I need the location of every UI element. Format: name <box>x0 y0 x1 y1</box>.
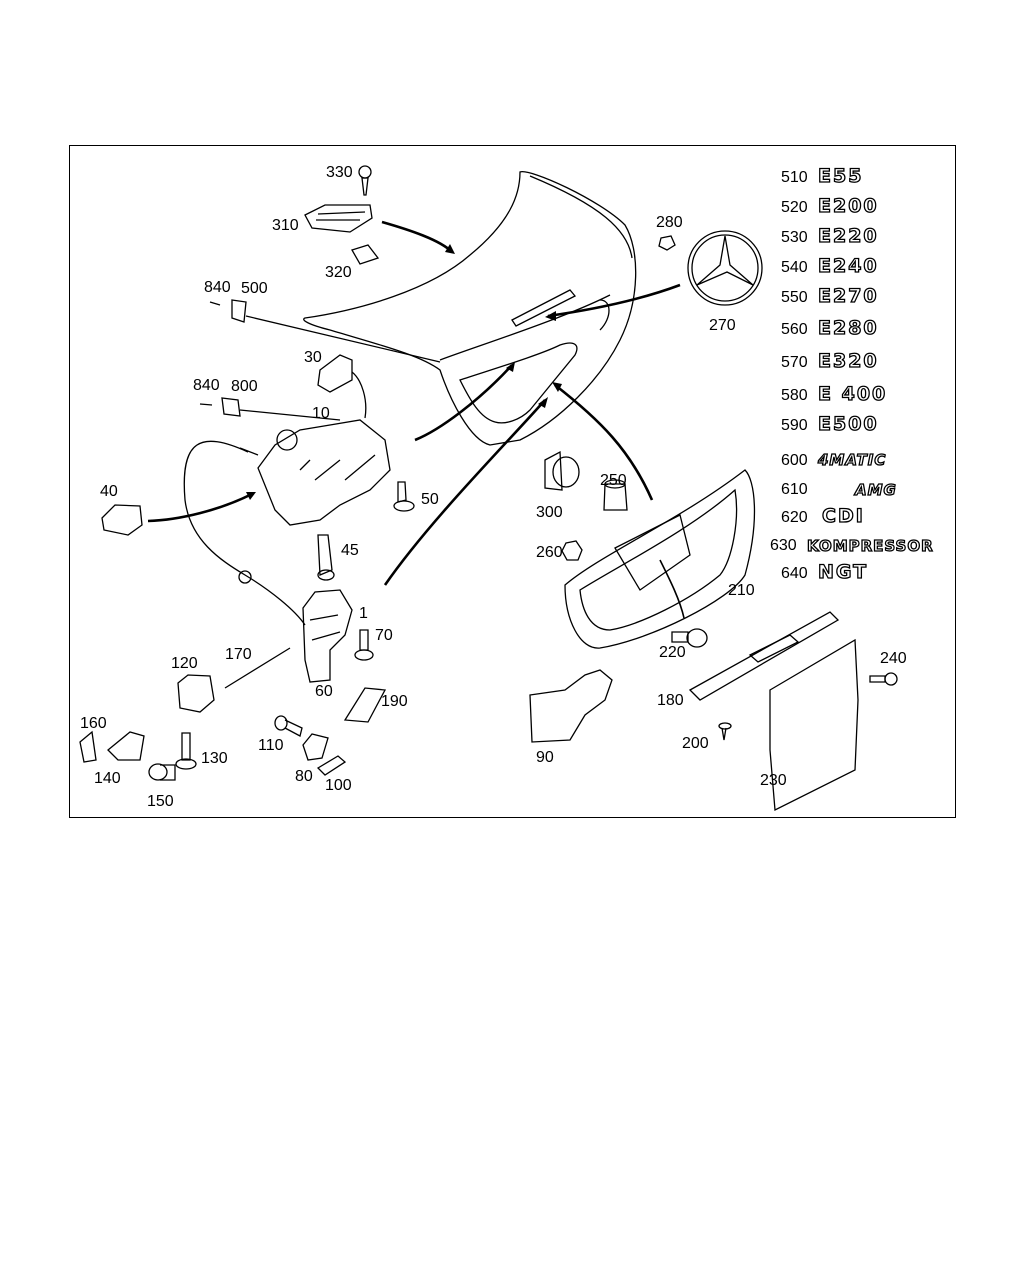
callout-310: 310 <box>272 217 299 234</box>
callout-140: 140 <box>94 770 121 787</box>
callout-30: 30 <box>304 349 322 366</box>
callout-270: 270 <box>709 317 736 334</box>
badge-amg: AMG <box>854 480 897 499</box>
callout-260: 260 <box>536 544 563 561</box>
callout-250: 250 <box>600 472 627 489</box>
callout-40: 40 <box>100 483 118 500</box>
callout-130: 130 <box>201 750 228 767</box>
callout-300: 300 <box>536 504 563 521</box>
badge-num-600: 600 <box>781 452 808 469</box>
badge-num-550: 550 <box>781 289 808 306</box>
badge-num-620: 620 <box>781 509 808 526</box>
callout-840-a: 840 <box>204 279 231 296</box>
badge-e240: E240 <box>817 255 879 277</box>
parts-shapes <box>79 165 898 812</box>
callout-500: 500 <box>241 280 268 297</box>
badge-e280: E280 <box>817 317 879 339</box>
callout-70: 70 <box>375 627 393 644</box>
callout-330: 330 <box>326 164 353 181</box>
callout-90: 90 <box>536 749 554 766</box>
callout-280: 280 <box>656 214 683 231</box>
callout-240: 240 <box>880 650 907 667</box>
arrowheads <box>246 244 562 500</box>
badge-e400: E 400 <box>817 383 888 405</box>
badge-kompressor: KOMPRESSOR <box>806 536 934 555</box>
badge-e220: E220 <box>817 225 879 247</box>
badge-ngt: NGT <box>817 561 869 583</box>
callout-320: 320 <box>325 264 352 281</box>
callout-10: 10 <box>312 405 330 422</box>
callout-150: 150 <box>147 793 174 810</box>
callout-200: 200 <box>682 735 709 752</box>
badge-cdi: CDI <box>821 505 865 527</box>
badge-num-640: 640 <box>781 565 808 582</box>
callout-230: 230 <box>760 772 787 789</box>
callout-50: 50 <box>421 491 439 508</box>
badge-num-530: 530 <box>781 229 808 246</box>
badge-e320: E320 <box>817 350 879 372</box>
callout-220: 220 <box>659 644 686 661</box>
badge-4matic: 4MATIC <box>817 450 887 469</box>
callout-100: 100 <box>325 777 352 794</box>
callout-120: 120 <box>171 655 198 672</box>
callout-210: 210 <box>728 582 755 599</box>
badge-num-540: 540 <box>781 259 808 276</box>
badge-e200: E200 <box>817 195 879 217</box>
trunk-lid <box>303 171 637 446</box>
star-emblem <box>687 230 763 306</box>
callout-190: 190 <box>381 693 408 710</box>
callout-170: 170 <box>225 646 252 663</box>
badge-num-580: 580 <box>781 387 808 404</box>
callout-60: 60 <box>315 683 333 700</box>
badge-e55: E55 <box>817 165 864 187</box>
badge-num-570: 570 <box>781 354 808 371</box>
badge-num-590: 590 <box>781 417 808 434</box>
callout-80: 80 <box>295 768 313 785</box>
badge-num-610: 610 <box>781 481 808 498</box>
badge-num-560: 560 <box>781 321 808 338</box>
callout-800: 800 <box>231 378 258 395</box>
callout-180: 180 <box>657 692 684 709</box>
callout-160: 160 <box>80 715 107 732</box>
badge-e270: E270 <box>817 285 879 307</box>
callout-1: 1 <box>359 605 368 622</box>
callout-110: 110 <box>258 737 284 754</box>
badge-num-510: 510 <box>781 169 808 186</box>
badge-num-520: 520 <box>781 199 808 216</box>
diagram-frame <box>69 145 956 818</box>
callout-840-b: 840 <box>193 377 220 394</box>
callout-45: 45 <box>341 542 359 559</box>
badge-e500: E500 <box>817 413 879 435</box>
badge-num-630: 630 <box>770 537 797 554</box>
